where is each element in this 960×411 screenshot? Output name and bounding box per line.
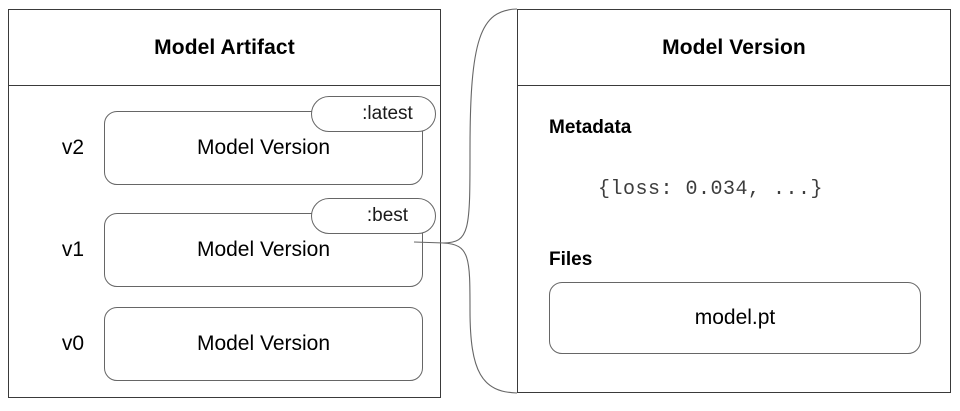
- files-section-heading: Files: [549, 249, 593, 270]
- model-artifact-header: Model Artifact: [9, 10, 440, 86]
- file-name-label: model.pt: [694, 306, 776, 329]
- version-box-label-v1: Model Version: [196, 238, 331, 261]
- alias-tag-best[interactable]: :best: [311, 198, 436, 234]
- version-row-v1: v1 Model Version :best: [9, 198, 440, 287]
- alias-tag-latest[interactable]: :latest: [311, 96, 436, 132]
- version-row-v2: v2 Model Version :latest: [9, 96, 440, 185]
- version-box-v0[interactable]: Model Version: [104, 307, 423, 381]
- connector-lower-arm: [442, 242, 518, 394]
- version-box-label-v2: Model Version: [196, 136, 331, 159]
- version-label-v2: v2: [61, 136, 85, 159]
- version-row-v0: v0 Model Version: [9, 307, 440, 381]
- model-artifact-panel: Model Artifact v2 Model Version :latest …: [8, 9, 441, 398]
- version-box-label-v0: Model Version: [196, 332, 331, 355]
- model-version-panel: Model Version Metadata {loss: 0.034, ...…: [517, 9, 951, 393]
- model-version-title: Model Version: [662, 35, 806, 59]
- version-label-v1: v1: [61, 238, 85, 261]
- version-label-v0: v0: [61, 332, 85, 355]
- model-artifact-title: Model Artifact: [154, 35, 295, 59]
- alias-tag-label-latest: :latest: [362, 103, 413, 124]
- model-version-header: Model Version: [518, 10, 950, 86]
- model-artifact-body: v2 Model Version :latest v1 Model Versio…: [9, 86, 440, 397]
- alias-tag-label-best: :best: [366, 205, 409, 226]
- metadata-value: {loss: 0.034, ...}: [598, 178, 824, 201]
- connector-upper-arm: [442, 8, 518, 244]
- file-box-model-pt[interactable]: model.pt: [549, 282, 921, 354]
- model-version-body: Metadata {loss: 0.034, ...} Files model.…: [518, 86, 950, 392]
- metadata-section-heading: Metadata: [549, 117, 632, 138]
